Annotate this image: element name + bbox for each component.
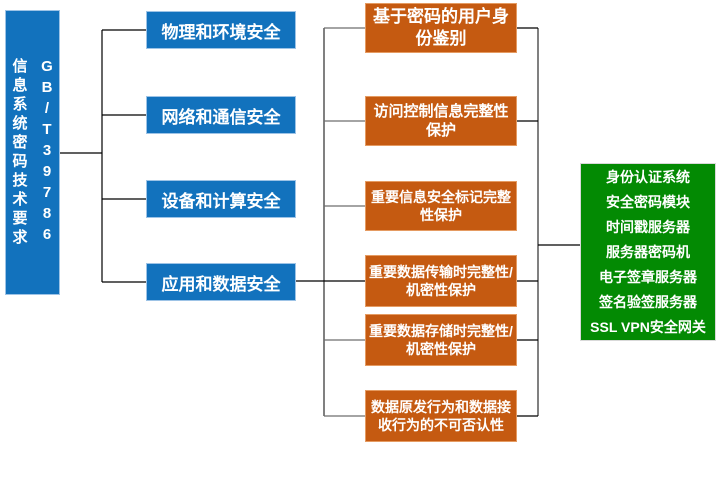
root-code-vertical: GB/T39786	[38, 58, 56, 247]
product-line: 时间戳服务器	[606, 218, 690, 235]
product-line: 电子签章服务器	[599, 268, 697, 285]
node-text-line: 数据原发行为和数据接	[371, 398, 511, 415]
level1-node-device-compute: 设备和计算安全	[146, 180, 296, 218]
level2-node-non-repudiation: 数据原发行为和数据接 收行为的不可否认性	[365, 390, 517, 442]
product-line: 安全密码模块	[606, 193, 690, 210]
node-text-line: 重要信息安全标记完整	[371, 188, 511, 205]
level1-node-network-comm: 网络和通信安全	[146, 96, 296, 134]
node-text-line: 保护	[425, 122, 456, 139]
level2-node-access-control: 访问控制信息完整性 保护	[365, 96, 517, 146]
node-text-line: 基于密码的用户身	[373, 6, 509, 26]
node-text-line: 机密性保护	[406, 341, 476, 357]
level1-node-physical-env: 物理和环境安全	[146, 11, 296, 49]
node-text-line: 份鉴别	[415, 29, 467, 48]
product-line: 身份认证系统	[606, 168, 690, 185]
node-text-line: 重要数据传输时完整性/	[369, 263, 513, 280]
root-title-vertical: 信息系统密码技术要求	[10, 57, 28, 248]
product-line: 服务器密码机	[606, 243, 690, 260]
product-line: 签名验签服务器	[599, 293, 697, 310]
node-text-line: 重要数据存储时完整性/	[369, 322, 513, 339]
node-text-line: 性保护	[420, 207, 462, 223]
level2-node-data-storage: 重要数据存储时完整性/ 机密性保护	[365, 314, 517, 366]
level2-node-identity-auth: 基于密码的用户身 份鉴别	[365, 3, 517, 53]
node-text-line: 机密性保护	[406, 282, 476, 298]
node-text-line: 访问控制信息完整性	[373, 102, 509, 120]
level2-node-data-transmission: 重要数据传输时完整性/ 机密性保护	[365, 255, 517, 307]
products-node: 身份认证系统 安全密码模块 时间戳服务器 服务器密码机 电子签章服务器 签名验签…	[580, 163, 716, 341]
level1-node-app-data: 应用和数据安全	[146, 263, 296, 301]
node-text-line: 收行为的不可否认性	[378, 417, 504, 433]
level2-node-security-label: 重要信息安全标记完整 性保护	[365, 181, 517, 231]
product-line: SSL VPN安全网关	[590, 318, 706, 335]
root-node: 信息系统密码技术要求 GB/T39786	[5, 10, 60, 295]
